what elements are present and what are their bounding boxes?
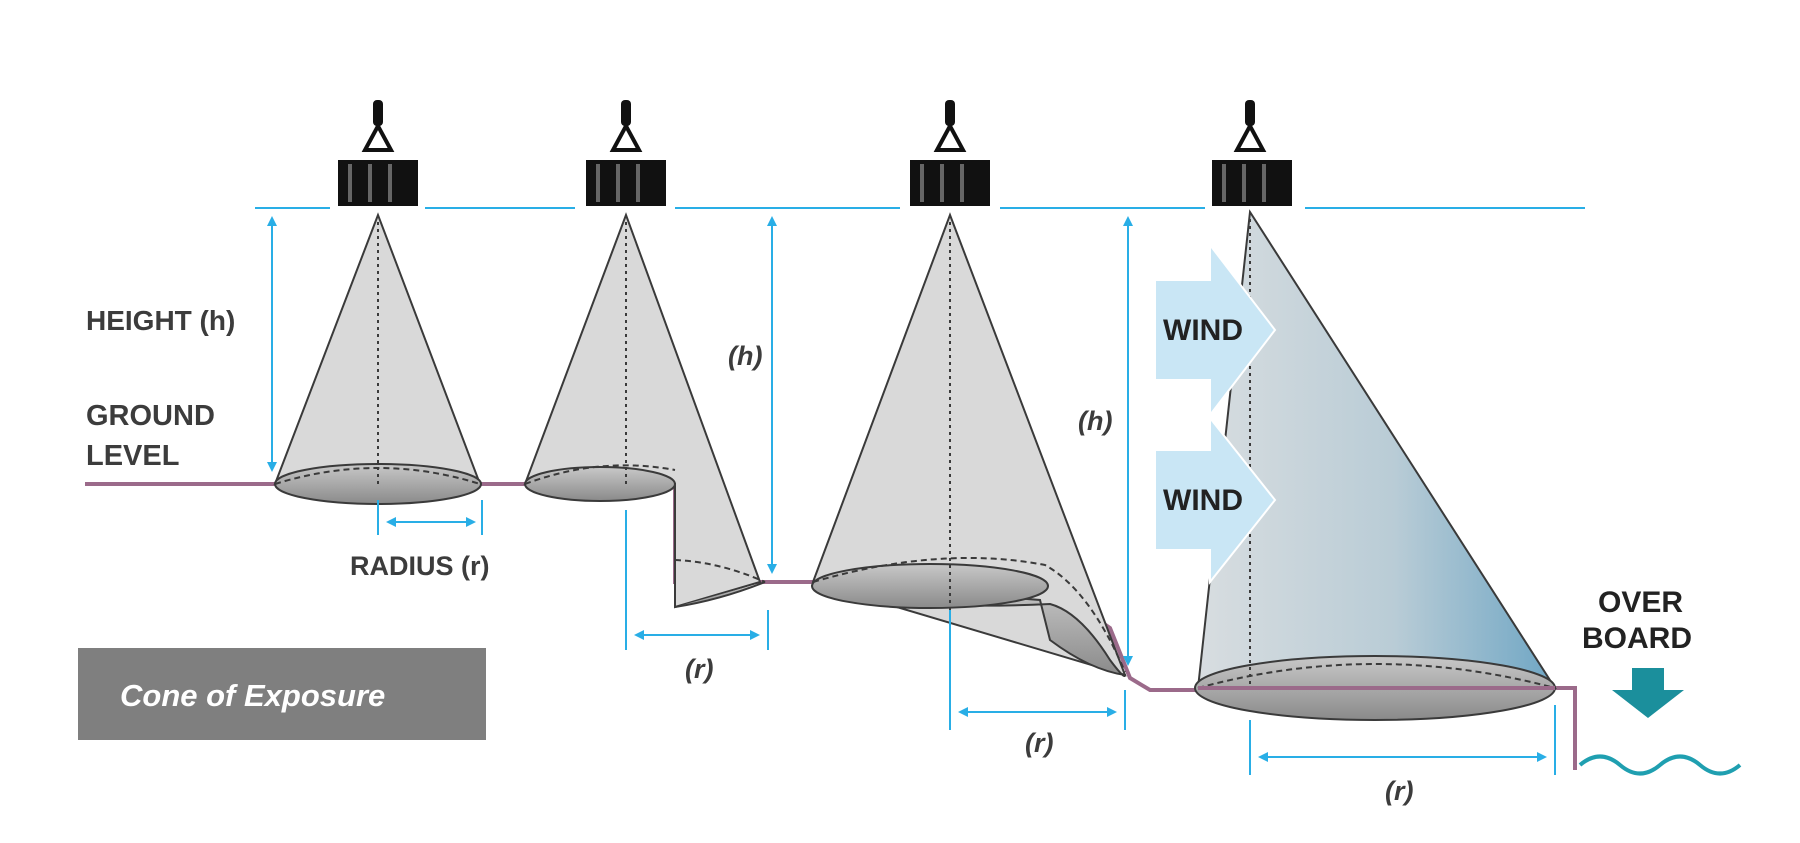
cone-2 bbox=[523, 212, 766, 609]
crane-hook-2 bbox=[586, 100, 666, 206]
ground-label-line2: LEVEL bbox=[86, 440, 179, 472]
crane-hook-3 bbox=[910, 100, 990, 206]
overboard-label-1: OVER bbox=[1598, 586, 1683, 619]
cone-of-exposure-badge: Cone of Exposure bbox=[78, 648, 486, 740]
cone-1 bbox=[273, 212, 482, 505]
overboard-label-2: BOARD bbox=[1582, 622, 1692, 655]
wind-arrow-2: WIND bbox=[1154, 415, 1277, 585]
crane-hook-4 bbox=[1212, 100, 1292, 206]
down-arrow-icon bbox=[1612, 668, 1684, 718]
height-label-2: (h) bbox=[728, 341, 762, 371]
cone-3 bbox=[811, 212, 1127, 680]
height-label-3: (h) bbox=[1078, 406, 1112, 436]
radius-label: RADIUS (r) bbox=[350, 551, 490, 581]
wind-arrow-1: WIND bbox=[1154, 242, 1277, 418]
overboard-indicator: OVER BOARD bbox=[1578, 586, 1742, 776]
radius-label-3: (r) bbox=[1025, 728, 1054, 758]
radius-label-2: (r) bbox=[685, 654, 714, 684]
wind-label-2: WIND bbox=[1163, 484, 1243, 517]
height-label: HEIGHT (h) bbox=[86, 305, 235, 336]
radius-label-4: (r) bbox=[1385, 776, 1414, 806]
wind-label-1: WIND bbox=[1163, 314, 1243, 347]
ground-label-line1: GROUND bbox=[86, 400, 215, 432]
crane-hook-1 bbox=[338, 100, 418, 206]
badge-title: Cone of Exposure bbox=[120, 678, 385, 713]
water-waves bbox=[1578, 754, 1742, 776]
